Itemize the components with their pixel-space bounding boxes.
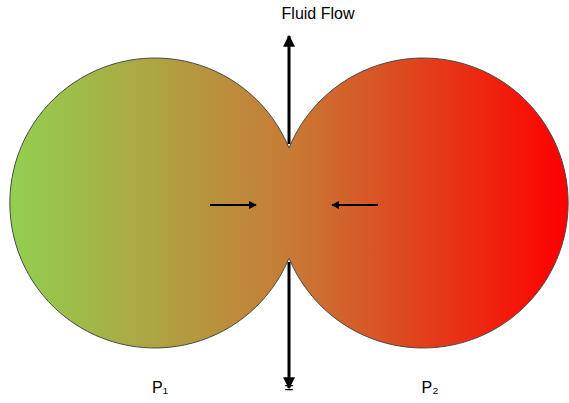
push-arrow-left <box>210 204 256 206</box>
flow-arrow-up <box>288 36 291 144</box>
flow-label: Fluid Flow <box>282 4 355 23</box>
pressure-label: P₁ <box>152 378 168 397</box>
pressure-label: P₂ <box>422 378 439 397</box>
flow-arrow-down <box>288 262 291 388</box>
push-arrow-right <box>332 204 378 206</box>
equals-sign: = <box>284 378 293 397</box>
